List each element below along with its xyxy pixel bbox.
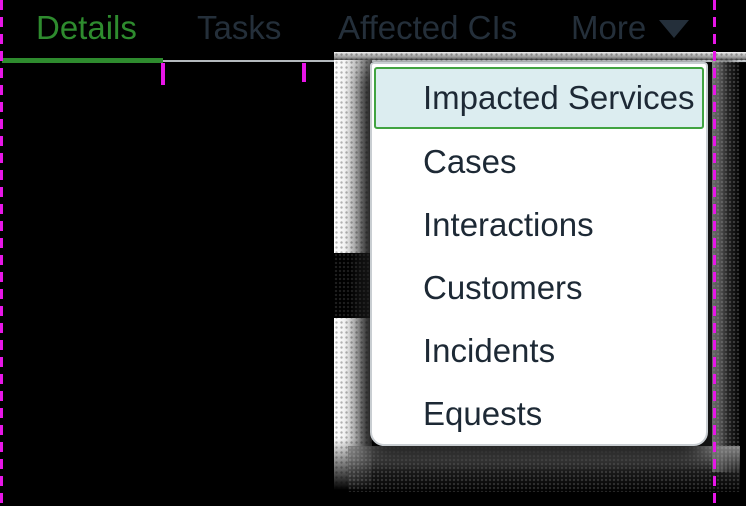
more-dropdown-menu: Impacted Services Cases Interactions Cus… (370, 62, 708, 446)
menu-item-incidents[interactable]: Incidents (423, 331, 556, 369)
chevron-down-icon (659, 20, 690, 38)
menu-item-cases[interactable]: Cases (423, 142, 517, 180)
tab-tasks[interactable]: Tasks (197, 9, 282, 46)
menu-item-customers[interactable]: Customers (423, 268, 583, 306)
tab-details[interactable]: Details (36, 9, 137, 46)
dropdown-shadow-bottom (348, 446, 740, 492)
dropdown-shadow-right (712, 60, 740, 472)
tab-more-label: More (571, 9, 647, 46)
annotation-tick-2 (302, 63, 306, 82)
annotation-tick-1 (161, 63, 165, 85)
menu-item-impacted-services[interactable]: Impacted Services (374, 67, 704, 129)
menu-item-interactions[interactable]: Interactions (423, 205, 594, 243)
active-tab-underline (2, 58, 163, 63)
tab-affected-cis[interactable]: Affected CIs (338, 9, 518, 46)
dropdown-shadow-top (334, 52, 746, 63)
shadow-notch (334, 253, 372, 318)
annotation-dashed-line-right (713, 0, 716, 506)
menu-item-equests[interactable]: Equests (423, 394, 543, 432)
tab-more[interactable]: More (571, 8, 690, 48)
annotation-dashed-line-left (0, 0, 3, 506)
